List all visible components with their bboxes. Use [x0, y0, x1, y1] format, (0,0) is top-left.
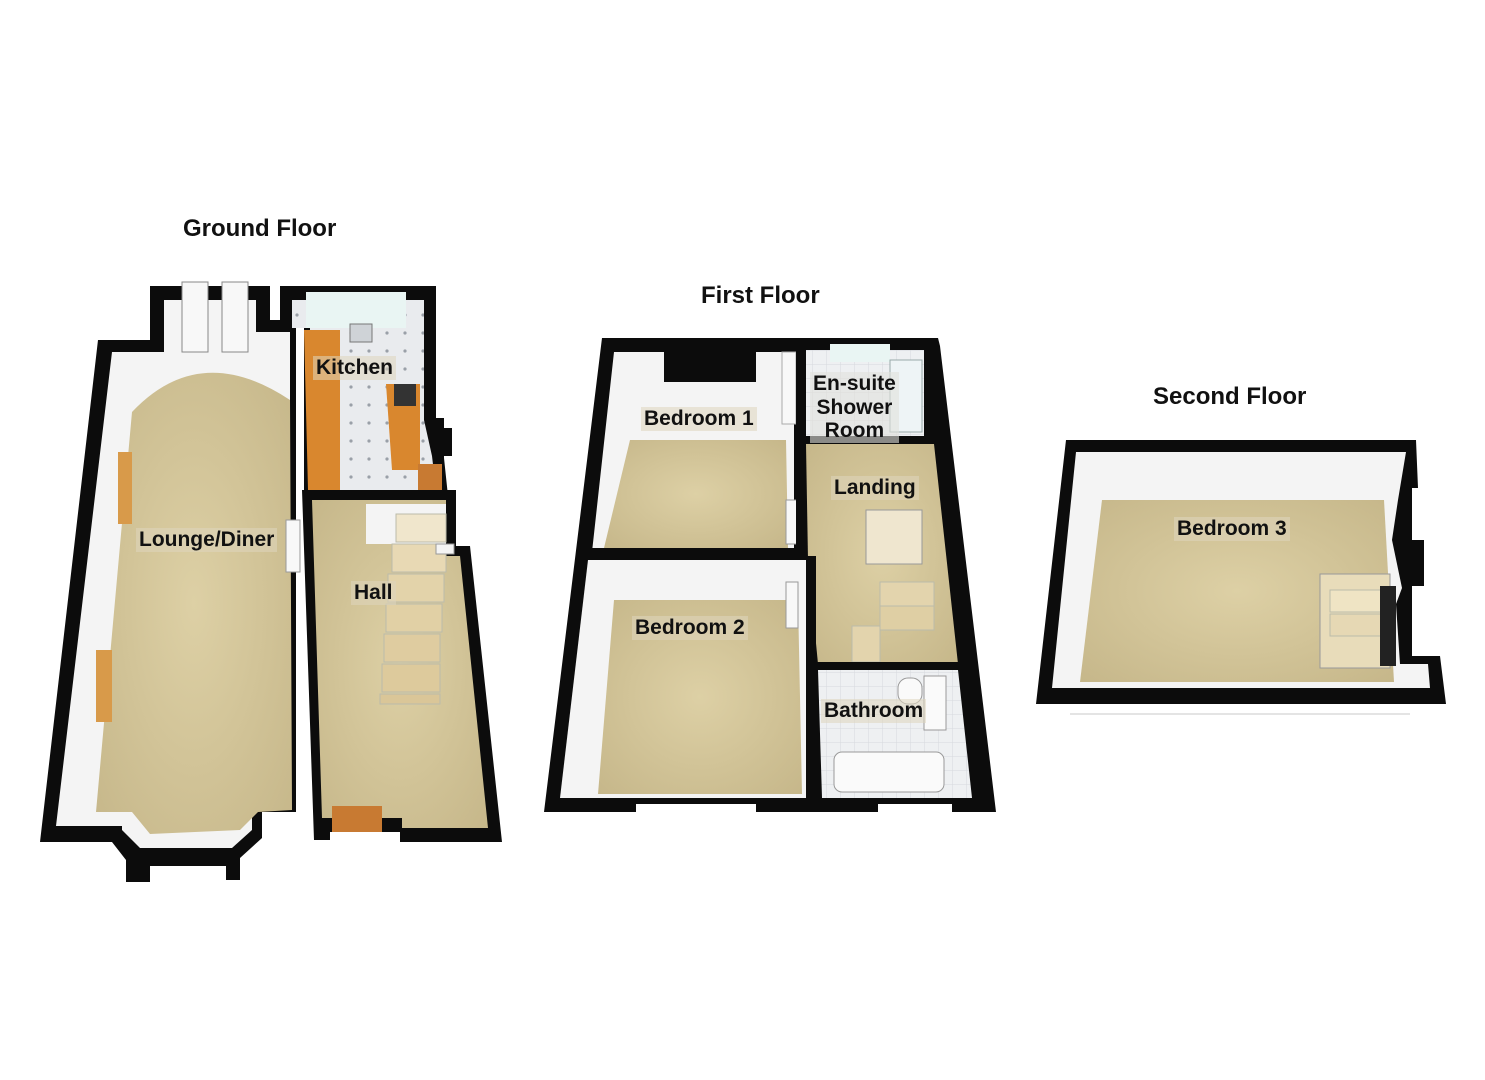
landing-stairs	[851, 509, 935, 663]
bedroom-2-carpet	[598, 600, 802, 794]
lounge-carpet	[96, 372, 292, 834]
wall-bed2-landing	[806, 556, 816, 812]
kitchen-door	[418, 464, 442, 492]
room-label-lounge-diner: Lounge/Diner	[136, 528, 278, 552]
room-label-bedroom-2: Bedroom 2	[632, 616, 748, 640]
french-door-right	[221, 281, 249, 353]
kitchen-window	[306, 292, 406, 328]
room-label-bathroom: Bathroom	[821, 699, 927, 723]
kitchen-sink	[349, 323, 373, 343]
bedroom-1-carpet	[604, 440, 788, 548]
kitchen-worktop-left	[304, 330, 340, 490]
ground-floor-plan	[40, 281, 502, 882]
french-door-left	[181, 281, 209, 353]
room-label-hall: Hall	[351, 581, 396, 605]
wall-bed1-ensuite	[796, 348, 806, 552]
kitchen-window-right	[444, 428, 452, 456]
bedroom-2-door	[785, 581, 799, 629]
kitchen-hob	[394, 384, 416, 406]
second-floor-plan	[1036, 440, 1446, 715]
radiator-upper	[118, 452, 132, 524]
radiator-lower	[96, 650, 112, 722]
bedroom-1-wardrobe	[781, 351, 797, 425]
room-label-landing: Landing	[831, 476, 919, 500]
room-label-kitchen: Kitchen	[313, 356, 397, 380]
room-label-bedroom-1: Bedroom 1	[641, 407, 757, 431]
room-label-ensuite-shower-room: En-suite Shower Room	[810, 372, 899, 443]
lounge-hall-door	[285, 519, 301, 573]
ensuite-window	[830, 344, 890, 362]
second-floor-stairs	[1319, 573, 1396, 669]
wall-bed1-bed2	[586, 548, 808, 558]
first-floor-plan	[544, 338, 996, 812]
ground-floor-title: Ground Floor	[183, 215, 337, 242]
bedroom-3-carpet	[1080, 500, 1394, 682]
first-floor-title: First Floor	[701, 282, 820, 309]
wall-landing-bathroom	[814, 662, 962, 670]
hall-staircase	[379, 513, 455, 705]
bathroom-basin	[923, 675, 947, 731]
bathroom-bath	[833, 751, 945, 793]
second-floor-title: Second Floor	[1153, 383, 1307, 410]
front-door	[332, 806, 382, 832]
room-label-bedroom-3: Bedroom 3	[1174, 517, 1290, 541]
